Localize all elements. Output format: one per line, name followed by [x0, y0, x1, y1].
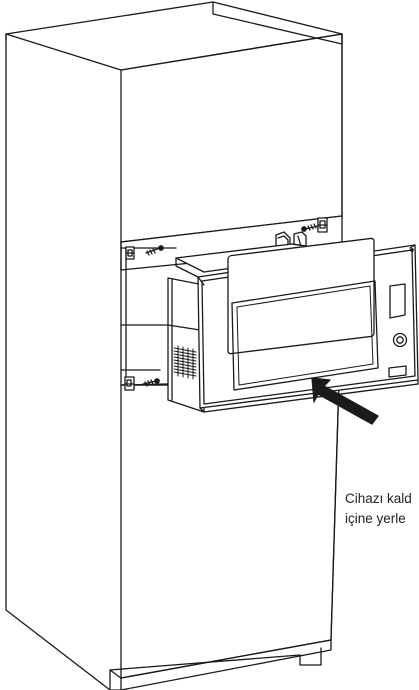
upper-door [120, 33, 343, 243]
cabinet-plinth [109, 669, 122, 690]
display-panel [389, 283, 406, 319]
door-button [388, 365, 407, 378]
lower-door [120, 379, 340, 679]
screw-bottom-left [142, 378, 160, 387]
side-vent-grille [173, 345, 197, 380]
door-window-outline [231, 280, 379, 391]
built-in-microwave [167, 237, 419, 413]
bracket-bottom-left [124, 376, 135, 391]
bracket-top-left [125, 246, 135, 260]
bracket-top-right [317, 217, 328, 233]
insert-direction-arrow [311, 377, 379, 425]
door-window [227, 237, 375, 355]
control-panel [388, 283, 408, 378]
callout-text-line-2: içine yerle [345, 511, 406, 526]
callout-text-line-1: Cihazı kald [345, 491, 412, 506]
cabinet-top-face [5, 1, 343, 71]
cabinet-left-side [5, 33, 122, 690]
screw-top-left [145, 245, 164, 256]
cabinet-top-ledge [212, 1, 343, 45]
screw-top-right [301, 223, 319, 232]
control-knob [392, 332, 408, 348]
